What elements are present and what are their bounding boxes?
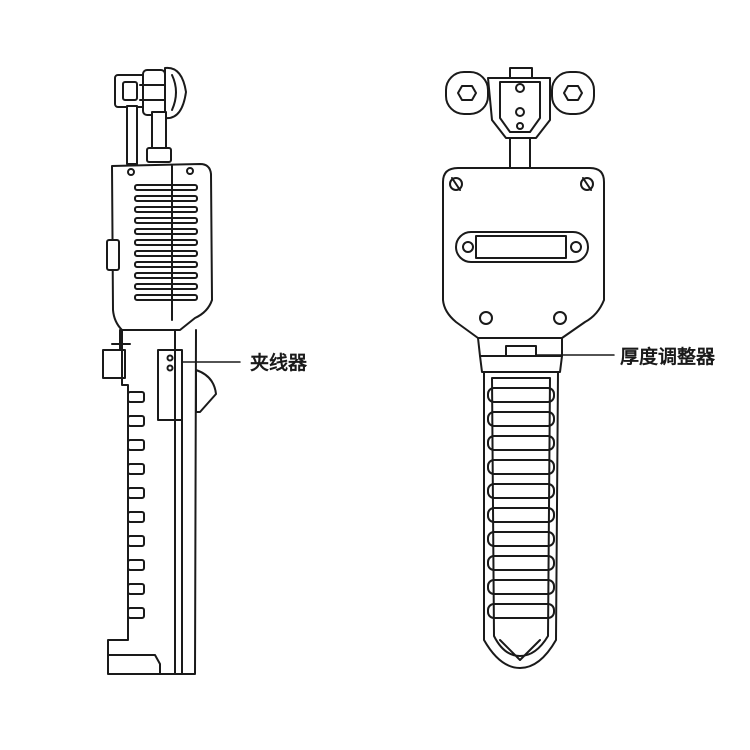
side-vent-slot (134, 294, 198, 301)
grip-rib (487, 507, 555, 523)
side-vent-slot (134, 250, 198, 257)
side-handle-ridge (127, 439, 145, 451)
thickness-adjuster-label: 厚度调整器 (620, 346, 716, 368)
grip-rib (487, 579, 555, 595)
screw-icon (479, 311, 493, 325)
side-handle-ridge (127, 559, 145, 571)
side-vent-slot (134, 272, 198, 279)
side-handle-ridge (127, 583, 145, 595)
grip-rib (487, 459, 555, 475)
side-vent-slot (134, 217, 198, 224)
side-handle-ridge (127, 511, 145, 523)
side-vent-slot (134, 184, 198, 191)
front-body (442, 167, 605, 339)
grip-rib (487, 555, 555, 571)
side-handle-ridge (127, 487, 145, 499)
side-handle-ridge (127, 463, 145, 475)
side-handle-ridge (127, 535, 145, 547)
side-vent-slot (134, 206, 198, 213)
grip-rib (487, 435, 555, 451)
side-roller-assembly (114, 66, 187, 165)
screw-icon (449, 177, 463, 191)
screw-icon (553, 311, 567, 325)
side-vent-slot (134, 283, 198, 290)
right-roller-hex-icon (551, 71, 595, 115)
grip-rib (487, 411, 555, 427)
left-roller-hex-icon (445, 71, 489, 115)
side-clamp-area (102, 329, 217, 421)
side-vent-slot (134, 239, 198, 246)
front-handle (477, 337, 563, 669)
side-handle-ridge (127, 607, 145, 619)
clamp-label: 夹线器 (250, 352, 308, 374)
side-vent-slot (134, 228, 198, 235)
side-vent-slot (134, 261, 198, 268)
side-handle-ridge (127, 415, 145, 427)
screw-icon (580, 177, 594, 191)
side-body-housing (106, 163, 213, 331)
grip-rib (487, 387, 555, 403)
front-roller-bracket (445, 67, 595, 169)
grip-rib (487, 603, 555, 619)
display-window (455, 231, 589, 263)
side-handle (107, 329, 197, 675)
grip-rib (487, 531, 555, 547)
side-handle-ridge (127, 391, 145, 403)
side-vent-slot (134, 195, 198, 202)
front-view (442, 67, 615, 669)
side-view (102, 66, 241, 675)
grip-rib (487, 483, 555, 499)
